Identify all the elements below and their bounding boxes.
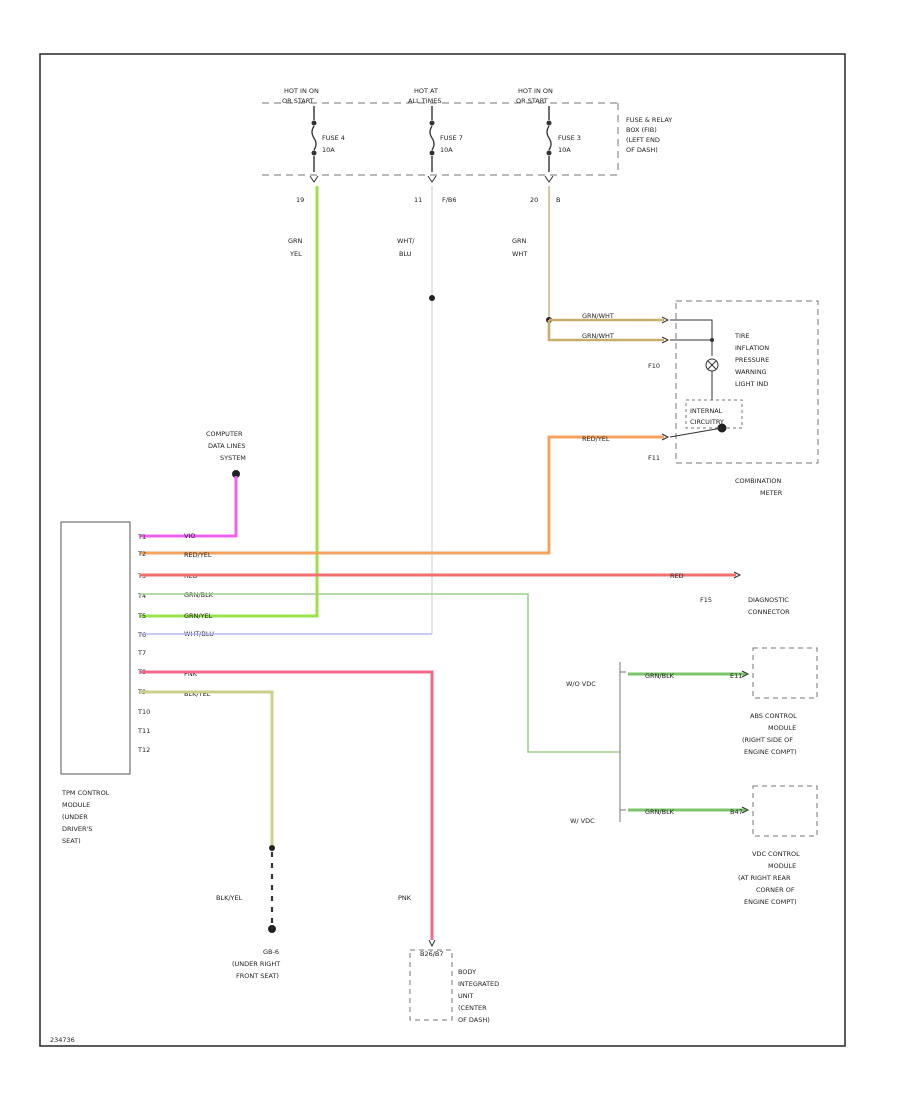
ground-wire-label: BLK/YEL <box>216 894 243 902</box>
fuse7-wire-label: WHT/ BLU <box>397 237 417 258</box>
ground-gb6: BLK/YEL GB-6 (UNDER RIGHT FRONT SEAT) <box>216 845 282 980</box>
fuse-box: FUSE & RELAY BOX (FIB) (LEFT END OF DASH… <box>262 102 674 176</box>
ground-name: GB-6 <box>263 948 279 956</box>
tpms-wire-label: BLK/YEL <box>184 690 211 698</box>
tpms-wire-label: PNK <box>184 670 198 678</box>
computer-data-lines: COMPUTER DATA LINES SYSTEM <box>206 430 248 478</box>
vdc-control-module <box>752 785 818 837</box>
fuse-7: FUSE 7 10A <box>429 106 463 172</box>
data-lines-label: COMPUTER DATA LINES SYSTEM <box>206 430 248 462</box>
meter-wire-3-label: RED/YEL <box>582 435 610 443</box>
diag-wire-label: RED <box>670 572 684 580</box>
combination-meter-title: COMBINATION METER <box>735 477 783 497</box>
fuse-4: FUSE 4 10A <box>311 106 345 172</box>
fuse3-source-label: HOT IN ON OR START <box>516 87 555 105</box>
tpm-control-module: TPM CONTROL MODULE (UNDER DRIVER'S SEAT) <box>60 521 131 845</box>
fuse-3-amp: 10A <box>558 146 571 154</box>
abs-control-module <box>752 647 818 699</box>
vdc-pin: B47 <box>730 808 743 816</box>
tpms-pin: T11 <box>137 727 150 735</box>
tpms-pin: T5 <box>137 612 146 620</box>
biu-wire-label: PNK <box>398 894 412 902</box>
abs-label: ABS CONTROL MODULE (RIGHT SIDE OF ENGINE… <box>742 712 799 756</box>
body-integrated-unit: PNK B26/B7 BODY INTEGRATED UNIT (CENTER … <box>398 894 501 1024</box>
abs-variant-label: W/O VDC <box>566 680 596 688</box>
biu-pin: B26/B7 <box>420 950 444 958</box>
fuse7-source-label: HOT AT ALL TIMES <box>408 87 441 105</box>
meter-wire-2-label: GRN/WHT <box>582 332 614 340</box>
meter-circuitry-label: INTERNAL CIRCUITRY <box>690 407 724 426</box>
fuse4-source-label: HOT IN ON OR START <box>282 87 321 105</box>
tpms-wire-label: GRN/BLK <box>184 591 214 599</box>
fuse7-pin-extra: F/B6 <box>442 196 457 204</box>
vdc-variant-label: W/ VDC <box>570 817 595 825</box>
fuse3-pin-extra: B <box>556 196 560 204</box>
vdc-label: VDC CONTROL MODULE (AT RIGHT REAR CORNER… <box>738 850 802 906</box>
fuse-7-amp: 10A <box>440 146 453 154</box>
fuse-4-name: FUSE 4 <box>322 134 345 142</box>
fuse3-wire-label: GRN WHT <box>512 237 529 258</box>
fuse3-pin: 20 <box>530 196 538 204</box>
tpms-pin: T12 <box>137 746 150 754</box>
wire-pnk <box>140 670 434 940</box>
ground-icon <box>268 925 276 933</box>
abs-vdc-branch: W/O VDC W/ VDC <box>566 662 626 825</box>
fuse-box-title: FUSE & RELAY BOX (FIB) (LEFT END OF DASH… <box>626 116 674 154</box>
wire-grn-blk <box>140 593 620 753</box>
vdc-wire-label: GRN/BLK <box>645 808 675 816</box>
diagram-border <box>39 53 846 1047</box>
tpms-pin: T10 <box>137 708 150 716</box>
tpms-wire-label: VIO <box>184 532 195 540</box>
fuse7-pin: 11 <box>414 196 422 204</box>
wire-red-yel <box>140 435 664 555</box>
wire-blk-yel <box>140 690 274 845</box>
tpms-pins: T1 T2 T3 T4 T5 T6 T7 T8 T9 T10 T11 T12 <box>137 533 150 754</box>
diagram-code: 234736 <box>50 1036 75 1044</box>
meter-connector-f11: F11 <box>648 454 660 462</box>
splice-wht-blu <box>429 295 435 301</box>
tpms-pin: T6 <box>137 631 146 639</box>
tpms-pin: T2 <box>137 550 146 558</box>
meter-wire-1-label: GRN/WHT <box>582 312 614 320</box>
combination-meter: TIRE INFLATION PRESSURE WARNING LIGHT IN… <box>648 300 819 497</box>
fuse-3-name: FUSE 3 <box>558 134 581 142</box>
wire-vio <box>140 476 238 538</box>
diag-connector-id: F15 <box>700 596 712 604</box>
tpms-label: TPM CONTROL MODULE (UNDER DRIVER'S SEAT) <box>61 789 111 845</box>
fuse4-pin: 19 <box>296 196 304 204</box>
meter-connector-f10: F10 <box>648 362 660 370</box>
ground-location: (UNDER RIGHT FRONT SEAT) <box>232 960 282 980</box>
tpms-pin: T7 <box>137 649 146 657</box>
meter-lamp-label: TIRE INFLATION PRESSURE WARNING LIGHT IN… <box>734 332 771 388</box>
biu-label: BODY INTEGRATED UNIT (CENTER OF DASH) <box>458 968 501 1024</box>
fuse-3: FUSE 3 10A <box>546 106 581 172</box>
wire-grn-wht-2 <box>547 320 664 342</box>
abs-pin: E11 <box>730 672 742 680</box>
diag-connector-label: DIAGNOSTIC CONNECTOR <box>748 596 791 616</box>
tpms-wire-label: GRN/YEL <box>184 612 213 620</box>
tpms-pin: T1 <box>137 533 146 541</box>
fuse4-wire-label: GRN YEL <box>288 237 305 258</box>
fuse-4-amp: 10A <box>322 146 335 154</box>
wire-grn-yel <box>140 186 319 618</box>
tpms-pin: T4 <box>137 592 146 600</box>
fuse-7-name: FUSE 7 <box>440 134 463 142</box>
abs-wire-label: GRN/BLK <box>645 672 675 680</box>
tpms-wire-label: RED/YEL <box>184 551 212 559</box>
